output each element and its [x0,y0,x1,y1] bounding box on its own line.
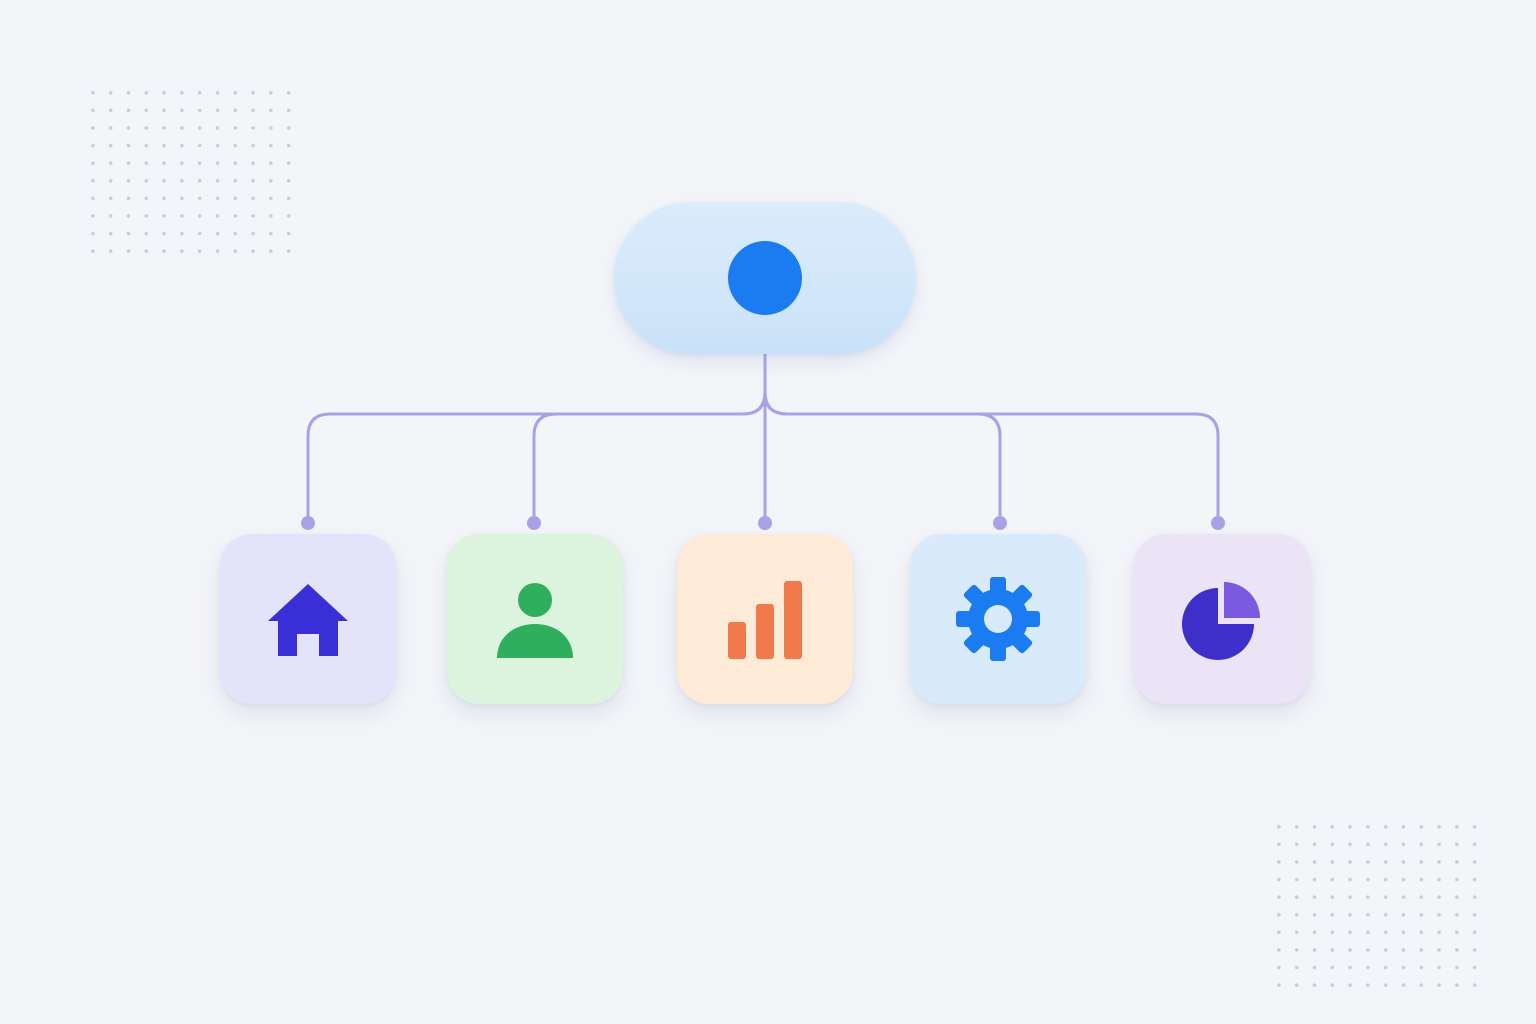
root-node[interactable] [614,202,916,354]
connector-endpoint-analytics [758,516,772,530]
home-tile[interactable] [220,534,396,704]
home-icon [268,584,348,656]
connector-endpoint-reports [1211,516,1225,530]
connector-endpoint-settings [993,516,1007,530]
connector-trunk [306,352,767,524]
user-icon [497,583,573,658]
gear-tooth [990,641,1006,661]
reports-tile[interactable] [1134,534,1310,704]
gear-tooth [963,630,987,654]
gear-tooth [956,611,976,627]
gear-tooth [1020,611,1040,627]
gear-hole [984,605,1012,633]
connector-endpoint-home [301,516,315,530]
gear-tooth [990,577,1006,597]
connector-to-settings [763,390,1002,524]
connector-endpoint-user [527,516,541,530]
gear-tooth [963,584,987,608]
dot-grid-decoration-bottom-right [1270,818,1486,998]
gear-icon [956,577,1040,661]
gear-tooth [1009,630,1033,654]
analytics-tile[interactable] [677,534,853,704]
root-circle-icon [728,241,802,315]
connector-to-user [532,390,767,524]
bar-chart-icon [728,581,802,659]
gear-tooth [1009,584,1033,608]
pie-chart-icon [1182,582,1260,660]
connector-to-reports [763,390,1220,524]
dot-grid-decoration-top-left [84,84,300,264]
user-tile[interactable] [447,534,623,704]
settings-tile[interactable] [910,534,1086,704]
